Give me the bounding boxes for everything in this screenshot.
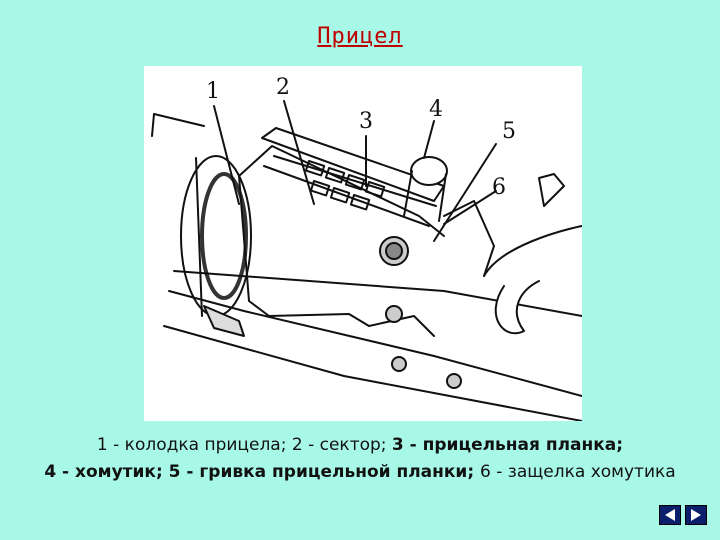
callout-6: 6 (492, 175, 506, 200)
callout-2: 2 (276, 75, 290, 100)
triangle-right-icon (691, 509, 701, 521)
callout-5: 5 (502, 119, 516, 144)
caption-part-1: 1 - колодка прицела; 2 - сектор; (96, 435, 392, 455)
slide-title: Прицел (317, 24, 403, 49)
slide-clamp (410, 156, 448, 186)
leader-4 (423, 120, 435, 159)
callout-3: 3 (359, 109, 373, 134)
leader-2 (283, 100, 315, 205)
sight-illustration: 1 2 3 4 5 6 (144, 66, 582, 421)
caption-part-3: 4 - хомутик; 5 - гривка прицельной планк… (44, 462, 481, 482)
leader-6 (443, 190, 497, 225)
triangle-left-icon (665, 509, 675, 521)
front-catch (538, 173, 565, 207)
callout-4: 4 (429, 97, 443, 122)
sight-block-outline (238, 175, 435, 337)
sight-scale-marks (304, 160, 386, 211)
next-slide-button[interactable] (685, 505, 707, 525)
leader-1 (213, 105, 240, 205)
caption-part-2: 3 - прицельная планка; (391, 435, 624, 455)
sight-drawing: 1 2 3 4 5 6 (151, 75, 582, 421)
figure-caption: 1 - колодка прицела; 2 - сектор; 3 - при… (40, 432, 680, 486)
barrel-outline (153, 113, 205, 127)
callout-1: 1 (206, 79, 220, 104)
prev-slide-button[interactable] (659, 505, 681, 525)
caption-part-4: 6 - защелка хомутика (480, 462, 676, 482)
